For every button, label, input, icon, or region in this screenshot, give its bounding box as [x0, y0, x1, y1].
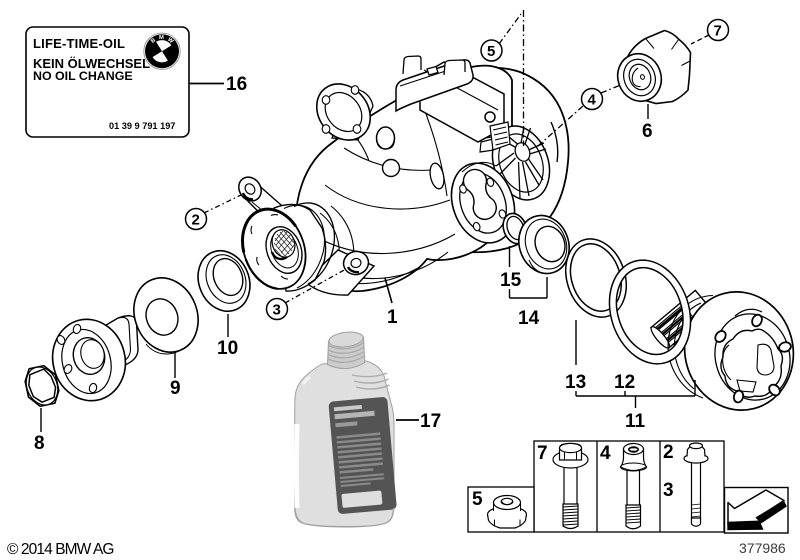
svg-text:KEIN ÖLWECHSEL: KEIN ÖLWECHSEL [33, 56, 150, 71]
svg-text:© 2014 BMW AG: © 2014 BMW AG [7, 541, 114, 558]
svg-text:9: 9 [170, 378, 181, 399]
svg-text:1: 1 [387, 307, 398, 328]
svg-text:B: B [150, 37, 157, 44]
svg-text:11: 11 [625, 411, 646, 432]
svg-text:13: 13 [565, 372, 586, 393]
svg-text:17: 17 [420, 411, 441, 432]
svg-text:01 39 9 791 197: 01 39 9 791 197 [109, 121, 175, 131]
svg-text:6: 6 [642, 121, 653, 142]
svg-text:2: 2 [192, 212, 200, 229]
svg-text:3: 3 [663, 480, 674, 501]
svg-text:7: 7 [537, 443, 548, 464]
svg-text:8: 8 [34, 433, 45, 454]
svg-text:LIFE-TIME-OIL: LIFE-TIME-OIL [33, 36, 125, 51]
svg-text:15: 15 [500, 270, 522, 291]
svg-text:12: 12 [614, 372, 635, 393]
svg-text:5: 5 [472, 489, 483, 510]
svg-text:4: 4 [600, 443, 611, 464]
svg-text:W: W [166, 37, 174, 45]
svg-text:4: 4 [588, 92, 597, 109]
svg-text:NO OIL CHANGE: NO OIL CHANGE [33, 69, 133, 83]
svg-text:7: 7 [714, 23, 722, 40]
svg-text:5: 5 [487, 43, 495, 60]
svg-text:14: 14 [518, 308, 540, 329]
svg-text:10: 10 [217, 338, 238, 359]
svg-text:M: M [159, 35, 164, 41]
svg-text:3: 3 [273, 302, 281, 319]
svg-text:377986: 377986 [739, 540, 786, 556]
svg-text:2: 2 [663, 442, 674, 463]
svg-text:16: 16 [226, 74, 247, 95]
